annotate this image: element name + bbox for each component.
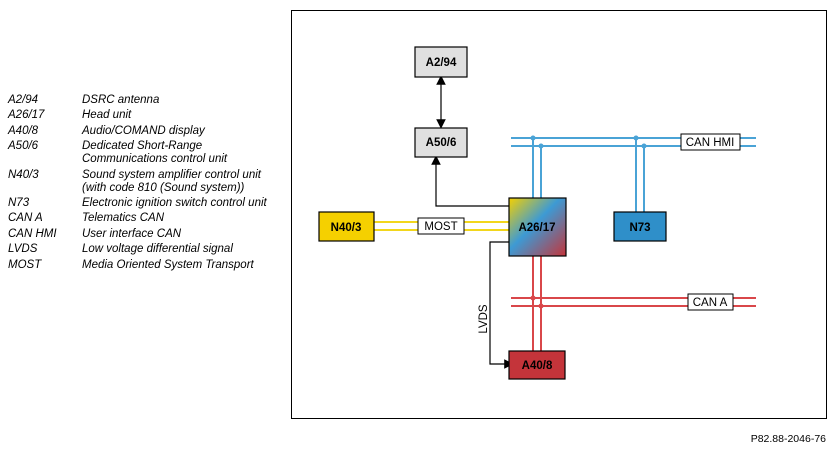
- legend-description: Audio/COMAND display: [82, 124, 205, 137]
- legend-description: Dedicated Short-Range Communications con…: [82, 140, 228, 166]
- arrow-a26-17-a50-6: [431, 155, 509, 207]
- box-a40-8: A40/8: [508, 350, 566, 380]
- tag-can-a-label: CAN A: [693, 297, 728, 309]
- legend-item: LVDS Low voltage differential signal: [8, 243, 278, 256]
- tag-most-label: MOST: [424, 221, 457, 233]
- legend-code: A40/8: [8, 124, 39, 137]
- legend-item: A2/94 DSRC antenna: [8, 94, 278, 107]
- legend-code: CAN HMI: [8, 227, 57, 240]
- legend-code: A26/17: [8, 109, 45, 122]
- legend-description: Low voltage differential signal: [82, 243, 233, 256]
- legend-item: A50/6 Dedicated Short-Range Communication…: [8, 140, 278, 166]
- tag-can-hmi-label: CAN HMI: [686, 137, 735, 149]
- box-a26-17: A26/17: [508, 197, 567, 257]
- reference-code: P82.88-2046-76: [750, 433, 826, 445]
- legend-code: A2/94: [8, 94, 39, 106]
- legend-description: User interface CAN: [82, 227, 182, 240]
- tag-can-a: CAN A: [687, 293, 734, 311]
- legend-description: Head unit: [82, 109, 132, 122]
- tag-can-hmi: CAN HMI: [680, 133, 741, 151]
- legend-item: CAN HMI User interface CAN: [8, 228, 278, 241]
- lvds-arrow: [489, 241, 514, 369]
- legend-item: A26/17 Head unit: [8, 109, 278, 122]
- legend-code: N40/3: [8, 168, 39, 181]
- legend-description: Sound system amplifier control unit (wit…: [82, 168, 261, 194]
- box-a26-17-label: A26/17: [518, 222, 555, 234]
- box-n73: N73: [613, 211, 667, 242]
- legend-description: Telematics CAN: [82, 212, 165, 225]
- legend-item: N73 Electronic ignition switch control un…: [8, 197, 278, 210]
- legend-code: N73: [8, 196, 30, 209]
- box-a2-94: A2/94: [414, 46, 468, 78]
- legend-item: MOST Media Oriented System Transport: [8, 259, 278, 272]
- legend-code: CAN A: [8, 212, 43, 225]
- legend-description: Electronic ignition switch control unit: [82, 196, 267, 209]
- legend-item: CAN A Telematics CAN: [8, 212, 278, 225]
- tag-lvds-label: LVDS: [478, 304, 490, 334]
- tag-most: MOST: [417, 217, 465, 235]
- box-a40-8-label: A40/8: [522, 360, 553, 372]
- box-n73-label: N73: [629, 222, 650, 234]
- legend-description: DSRC antenna: [82, 94, 160, 106]
- legend-code: A50/6: [8, 140, 39, 153]
- box-n40-3: N40/3: [318, 211, 375, 242]
- legend-code: LVDS: [8, 243, 38, 256]
- legend-item: N40/3 Sound system amplifier control unit…: [8, 169, 278, 195]
- legend-code: MOST: [8, 258, 42, 271]
- box-n40-3-label: N40/3: [331, 222, 362, 234]
- legend-item: A40/8 Audio/COMAND display: [8, 125, 278, 138]
- legend-description: Media Oriented System Transport: [82, 258, 254, 271]
- diagram-frame: [291, 10, 827, 419]
- box-a2-94-label: A2/94: [426, 57, 457, 69]
- box-a50-6: A50/6: [414, 127, 468, 158]
- box-a50-6-label: A50/6: [426, 137, 457, 149]
